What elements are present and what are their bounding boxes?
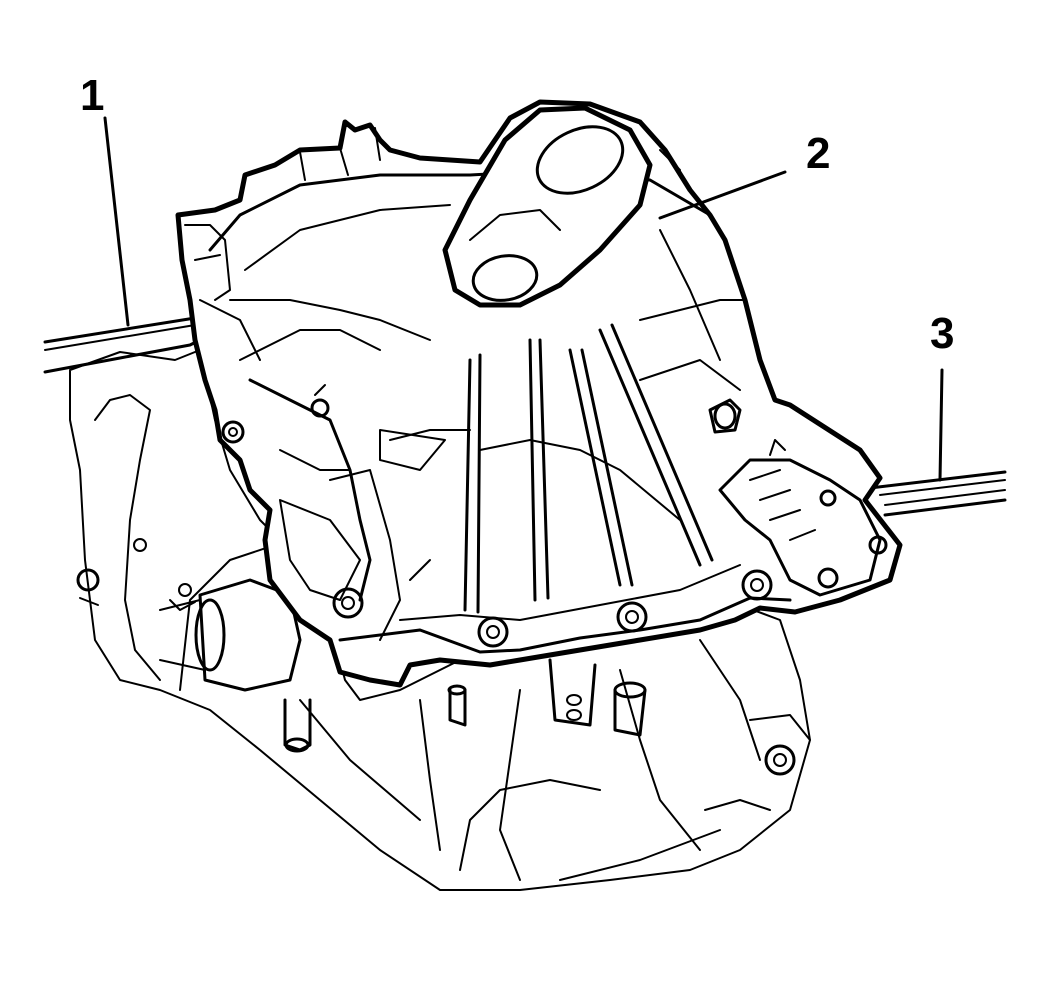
- leader-line-3: [938, 368, 944, 482]
- callout-1: 1: [80, 71, 105, 120]
- separator-tool-left: [43, 316, 207, 374]
- separator-tool-right: [868, 470, 1007, 517]
- leader-line-2: [658, 170, 787, 220]
- callout-2: 2: [806, 129, 831, 178]
- leader-lines: [103, 116, 944, 482]
- callout-3: 3: [930, 309, 955, 358]
- clutch-housing: [175, 99, 903, 688]
- lower-transmission-case: [69, 349, 811, 891]
- leader-line-1: [103, 116, 130, 327]
